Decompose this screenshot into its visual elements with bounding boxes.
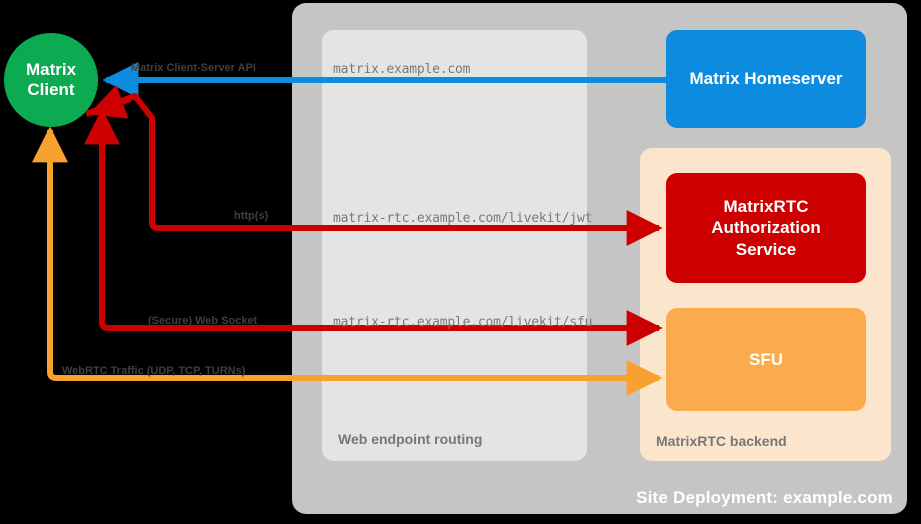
node-matrix-client[interactable]: Matrix Client [4,33,98,127]
url-label-livekit-jwt: matrix-rtc.example.com/livekit/jwt [333,211,593,226]
node-auth-service-label-line1: MatrixRTC [723,196,809,216]
node-auth-service-label-line3: Service [735,239,797,259]
edge-label-webrtc-traffic: WebRTC Traffic (UDP, TCP, TURNs) [62,365,246,377]
url-label-livekit-sfu: matrix-rtc.example.com/livekit/sfu [333,315,593,330]
matrixrtc-backend-label: MatrixRTC backend [656,433,787,449]
node-matrix-client-label: Matrix Client [26,60,76,101]
edge-label-https: http(s) [234,210,269,222]
web-endpoint-routing-panel: Web endpoint routing [322,30,587,461]
node-matrixrtc-authorization-service[interactable]: MatrixRTC Authorization Service [666,173,866,283]
edge-livekit-jwt-to-client-arrow [88,84,132,119]
node-sfu-label: SFU [749,349,783,369]
node-matrix-homeserver[interactable]: Matrix Homeserver [666,30,866,128]
node-auth-service-label: MatrixRTC Authorization Service [711,196,821,260]
site-deployment-label: Site Deployment: example.com [636,488,893,507]
web-endpoint-routing-label: Web endpoint routing [338,431,483,447]
edge-label-websocket: (Secure) Web Socket [148,315,258,327]
node-sfu[interactable]: SFU [666,308,866,411]
node-auth-service-label-line2: Authorization [711,218,821,238]
node-matrix-client-label-line2: Client [27,80,75,99]
node-matrix-homeserver-label: Matrix Homeserver [689,69,843,89]
edge-label-client-server-api: Matrix Client-Server API [131,62,256,74]
url-label-matrix-homeserver: matrix.example.com [333,62,471,77]
node-matrix-client-label-line1: Matrix [25,59,77,79]
